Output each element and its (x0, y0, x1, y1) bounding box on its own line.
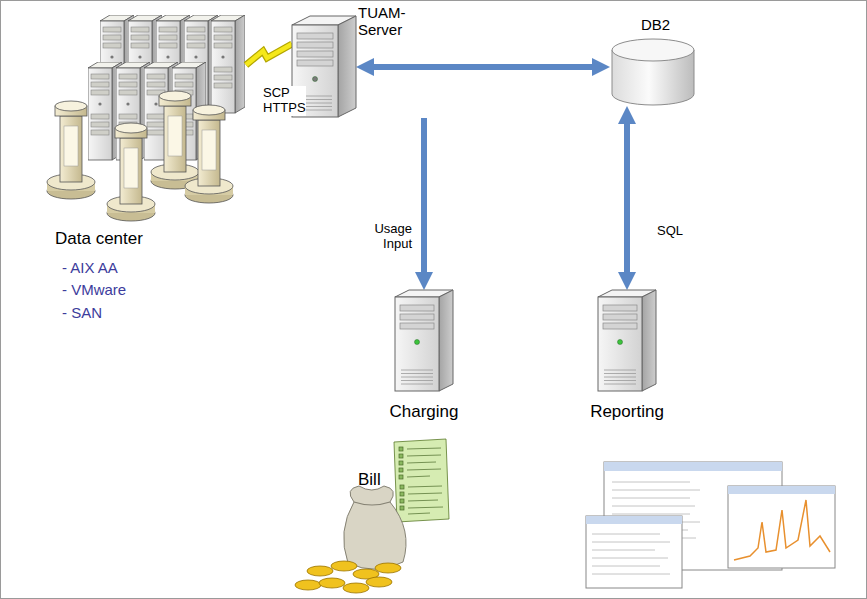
power-light (415, 340, 420, 345)
bill-label: Bill (358, 470, 381, 490)
database-cylinder (610, 38, 696, 106)
drive-bay (400, 323, 434, 329)
report-window (586, 516, 682, 588)
vent (401, 380, 433, 381)
server-front (598, 297, 642, 391)
vent (401, 384, 433, 385)
power-light (313, 77, 318, 82)
database-node: DB2 (610, 38, 696, 106)
vent (401, 373, 433, 374)
power-light (618, 340, 623, 345)
drive-bay (603, 314, 637, 320)
tape-robot (185, 105, 233, 203)
connector-group (424, 118, 425, 272)
drive-bay (400, 314, 434, 320)
tape-robot (107, 123, 155, 221)
tape-robot (47, 101, 95, 199)
platform-item: - AIX AA (62, 259, 118, 276)
money-bag (344, 486, 406, 569)
connector-label: Usage Input (374, 222, 412, 252)
server-node: Reporting (598, 290, 656, 392)
tape-robot (151, 91, 199, 189)
server-icon (395, 290, 453, 392)
node-label: DB2 (641, 16, 670, 33)
bolt-outline (246, 44, 292, 65)
node-label: TUAM- Server (358, 4, 406, 39)
drive-bay (297, 51, 333, 57)
node-label: Reporting (590, 402, 664, 422)
usage-chart (734, 500, 830, 560)
report-table (592, 534, 670, 574)
bill-lines (399, 447, 443, 514)
data-center-node: Data center (40, 15, 246, 227)
server-icon (598, 290, 656, 392)
server-rack (211, 15, 245, 113)
flow-arrow (421, 118, 427, 272)
vent (604, 377, 636, 378)
vent (401, 370, 433, 371)
platform-item: - SAN (62, 304, 102, 321)
vents (604, 370, 636, 384)
window-bar (586, 516, 682, 524)
drive-bays (400, 305, 434, 329)
vent (604, 384, 636, 385)
platform-item: - VMware (62, 281, 126, 298)
server-side (439, 290, 453, 391)
report-screens (586, 462, 835, 588)
chart-window (728, 486, 835, 568)
bill-paper (394, 439, 449, 522)
server-node: Charging (395, 290, 453, 392)
connector-label: SQL (657, 224, 683, 239)
connector-group (627, 124, 628, 272)
connector-label: SCP HTTPS (263, 86, 306, 116)
connector-group (246, 44, 292, 65)
data-center-picture (47, 15, 245, 221)
flow-arrow (374, 64, 592, 70)
vent (604, 370, 636, 371)
drive-bay (297, 33, 333, 39)
drive-bay (603, 305, 637, 311)
flow-arrow (624, 124, 630, 272)
connector-group (374, 67, 592, 68)
window-bar (728, 486, 835, 494)
cylinder-top (612, 39, 694, 61)
bag-tie (354, 502, 390, 505)
vents (401, 370, 433, 384)
vent (401, 377, 433, 378)
vent (604, 380, 636, 381)
drive-bays (297, 33, 333, 66)
node-label: Data center (55, 229, 143, 249)
server-front (395, 297, 439, 391)
server-side (642, 290, 656, 391)
drive-bays (603, 305, 637, 329)
gold-coins (295, 561, 401, 593)
window-bar (604, 462, 782, 471)
lightning-link (246, 44, 292, 65)
drive-bay (297, 60, 333, 66)
drive-bay (400, 305, 434, 311)
vent (604, 373, 636, 374)
server-side (338, 16, 356, 117)
drive-bay (603, 323, 637, 329)
node-label: Charging (390, 402, 459, 422)
drive-bay (297, 42, 333, 48)
bill-picture (295, 439, 449, 593)
